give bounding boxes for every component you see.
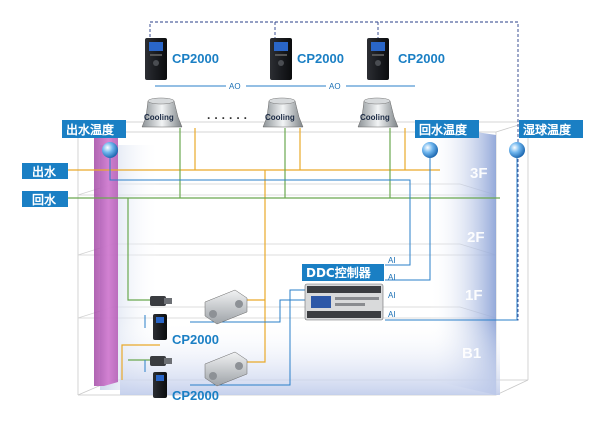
- ao-label-1: AO: [229, 82, 241, 91]
- pump-2: [150, 356, 172, 366]
- cooling-tower-1: [141, 97, 183, 128]
- drive-label-top-3: CP2000: [398, 51, 445, 66]
- floor-label-2f: 2F: [467, 229, 485, 246]
- cooling-tower-3: [357, 97, 399, 128]
- drive-label-bottom-1: CP2000: [172, 332, 219, 347]
- supply-water-tag: 出水: [22, 163, 68, 179]
- wetbulb-temp-tag: 湿球温度: [519, 120, 583, 138]
- cooling-label-1: Cooling: [144, 113, 174, 122]
- ddc-text: DDC控制器: [306, 265, 372, 280]
- supply-temp-tag: 出水温度: [62, 120, 126, 138]
- cooling-label-3: Cooling: [360, 113, 390, 122]
- drive-bottom-1: [153, 314, 167, 340]
- ai-label-4: AI: [388, 310, 396, 319]
- drive-bottom-2: [153, 372, 167, 398]
- drive-top-2: [270, 38, 292, 80]
- supply-temp-text: 出水温度: [66, 122, 115, 137]
- wetbulb-temp-sensor-icon: [509, 142, 525, 158]
- cooling-label-2: Cooling: [265, 113, 295, 122]
- return-water-text: 回水: [32, 192, 57, 207]
- return-temp-text: 回水温度: [419, 122, 468, 137]
- return-water-tag: 回水: [22, 191, 68, 207]
- ai-label-1: AI: [388, 256, 396, 265]
- ao-label-2: AO: [329, 82, 341, 91]
- pump-1: [150, 296, 172, 306]
- shade-bottom: [120, 320, 500, 395]
- drive-label-bottom-2: CP2000: [172, 388, 219, 403]
- ai-label-2: AI: [388, 273, 396, 282]
- ddc-tag: DDC控制器: [302, 264, 384, 281]
- tower-ellipsis: · · · · · ·: [207, 111, 248, 125]
- drive-label-top-2: CP2000: [297, 51, 344, 66]
- riser-pipe: [94, 134, 118, 386]
- floor-label-1f: 1F: [465, 287, 483, 304]
- supply-water-lines: [60, 128, 440, 380]
- wetbulb-temp-text: 湿球温度: [523, 122, 572, 137]
- cooling-tower-2: [262, 97, 304, 128]
- return-water-lines: [60, 128, 500, 361]
- chiller-1: [204, 289, 248, 325]
- supply-water-text: 出水: [32, 164, 57, 179]
- ai-label-3: AI: [388, 291, 396, 300]
- chiller-2: [204, 351, 248, 387]
- drive-top-1: [145, 38, 167, 80]
- return-temp-sensor-icon: [422, 142, 438, 158]
- ddc-controller: [304, 283, 384, 321]
- signal-lines: [109, 158, 518, 386]
- supply-temp-sensor-icon: [102, 142, 118, 158]
- floor-label-3f: 3F: [470, 165, 488, 182]
- return-temp-tag: 回水温度: [415, 120, 479, 138]
- drive-label-top-1: CP2000: [172, 51, 219, 66]
- floor-label-b1: B1: [462, 345, 481, 362]
- ao-signal-line: [155, 80, 415, 91]
- drive-top-3: [367, 38, 389, 80]
